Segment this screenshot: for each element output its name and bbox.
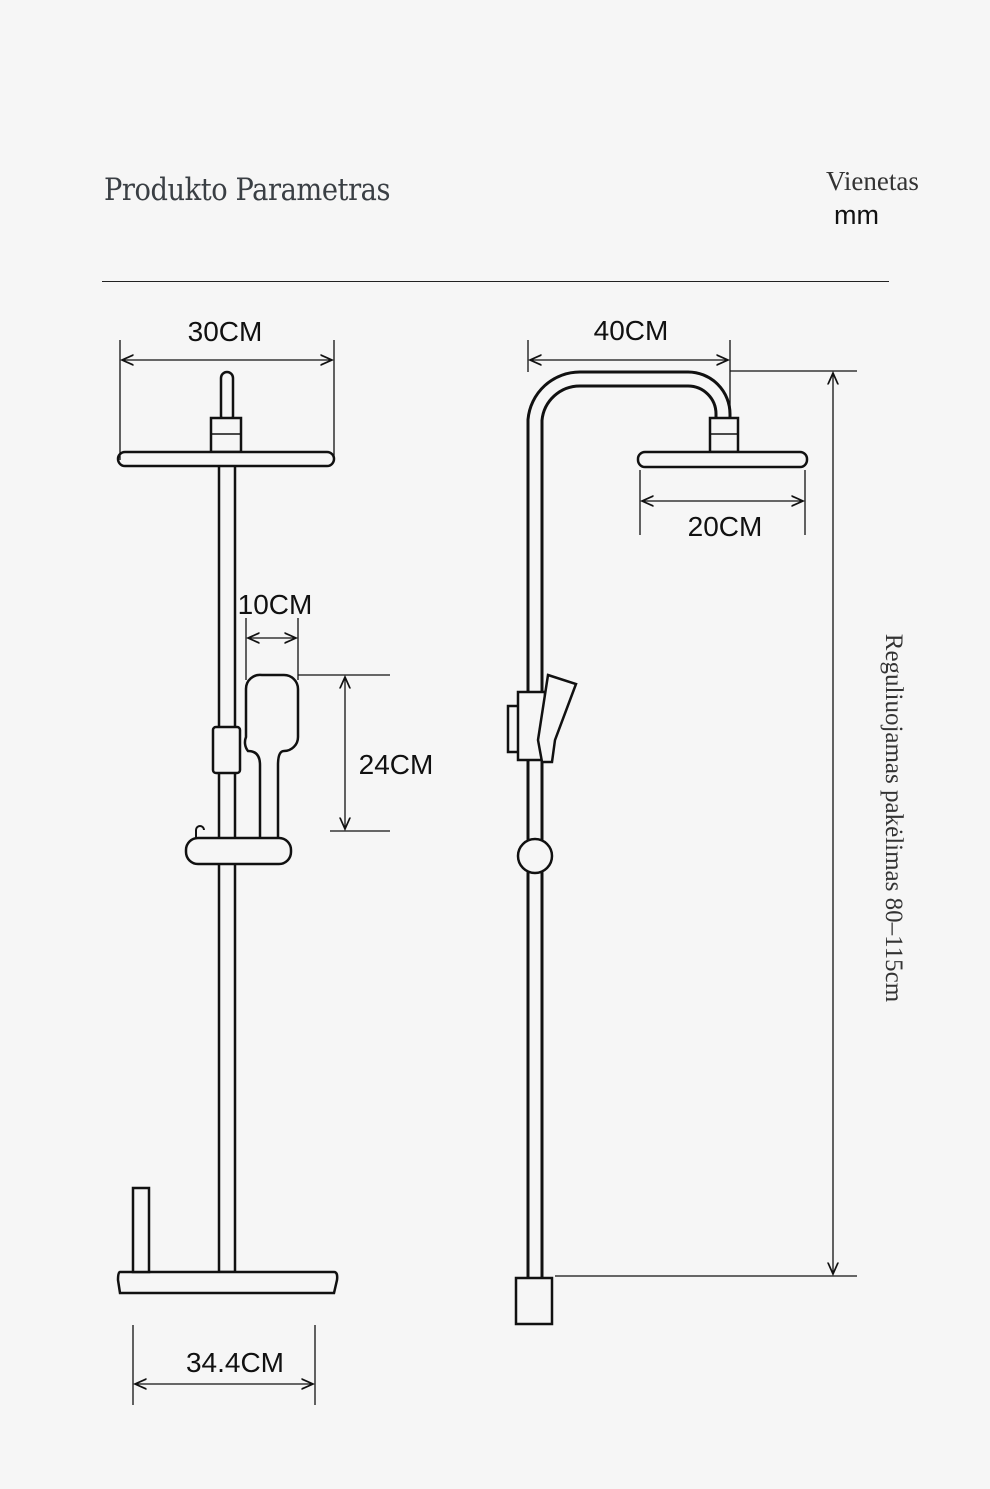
main-pipe bbox=[217, 460, 237, 1274]
dim-30cm: 30CM bbox=[188, 316, 263, 347]
holder-block bbox=[211, 725, 242, 775]
slider-knob bbox=[516, 837, 554, 875]
page-title: Produkto Parametras bbox=[104, 172, 391, 208]
dim-34-4cm: 34.4CM bbox=[186, 1347, 284, 1378]
side-handheld bbox=[536, 673, 578, 764]
shower-head bbox=[116, 450, 336, 468]
base-shelf bbox=[116, 1270, 339, 1295]
dim-adjustable-height: Reguliuojamas pakėlimas 80–115cm bbox=[880, 634, 907, 1003]
unit-value: mm bbox=[834, 200, 879, 230]
dimension-lines bbox=[119, 340, 857, 1405]
front-view-shower bbox=[116, 370, 339, 1295]
base-post bbox=[131, 1186, 151, 1274]
unit-label: Vienetas bbox=[826, 166, 919, 196]
side-view-shower bbox=[506, 370, 809, 1326]
dim-24cm: 24CM bbox=[359, 749, 434, 780]
head-connector bbox=[209, 416, 243, 454]
bottom-box bbox=[514, 1276, 554, 1326]
top-stub bbox=[219, 370, 235, 424]
dim-10cm: 10CM bbox=[238, 589, 313, 620]
soap-dish bbox=[184, 836, 293, 866]
dim-20cm: 20CM bbox=[688, 511, 763, 542]
side-shower-head bbox=[636, 450, 809, 469]
dim-40cm: 40CM bbox=[594, 315, 669, 346]
handheld-shower bbox=[243, 673, 300, 842]
side-connector bbox=[708, 416, 740, 454]
divider bbox=[102, 281, 889, 282]
